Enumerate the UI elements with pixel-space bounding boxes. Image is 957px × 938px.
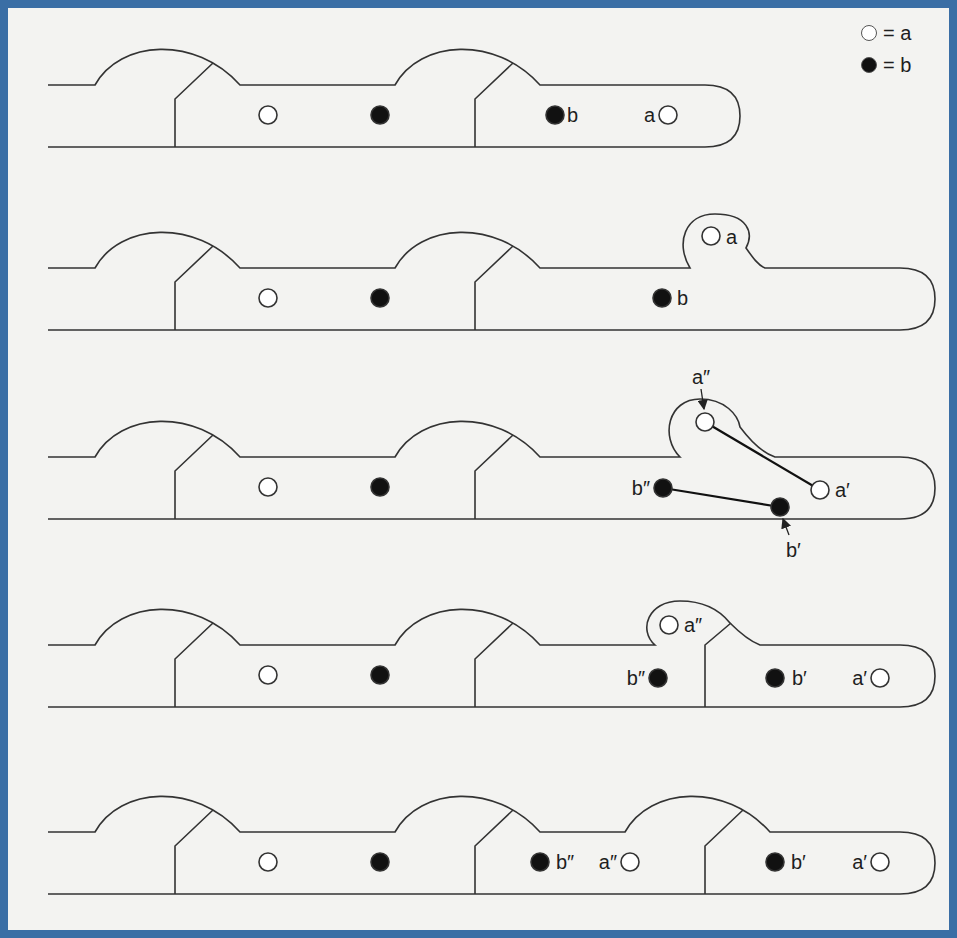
nucleus-label: b′	[792, 668, 807, 688]
nucleus-label: a′	[852, 668, 867, 688]
hypha-row	[48, 214, 935, 330]
hypha-row	[48, 796, 935, 894]
nucleus-label: a′	[835, 480, 850, 500]
nucleus-label: b″	[556, 852, 574, 872]
legend-text: = b	[883, 55, 911, 75]
nucleus-label: b″	[632, 478, 650, 498]
nucleus-label: b″	[627, 668, 645, 688]
hypha-row	[48, 601, 935, 707]
nucleus-label: b′	[791, 852, 806, 872]
hypha-row	[48, 389, 935, 535]
legend-swatch	[861, 25, 877, 41]
legend-text: = a	[883, 23, 911, 43]
nucleus-label: a	[726, 227, 737, 247]
nucleus-label: a′	[852, 852, 867, 872]
nucleus-label: b	[567, 105, 578, 125]
nucleus-label: b′	[786, 540, 801, 560]
hypha-row	[48, 49, 740, 147]
nucleus-label: a″	[599, 852, 617, 872]
nucleus-label: a	[644, 105, 655, 125]
nucleus-label: a″	[684, 615, 702, 635]
nucleus-label: b	[677, 288, 688, 308]
legend-swatch	[861, 57, 877, 73]
nucleus-label: a″	[692, 367, 710, 387]
